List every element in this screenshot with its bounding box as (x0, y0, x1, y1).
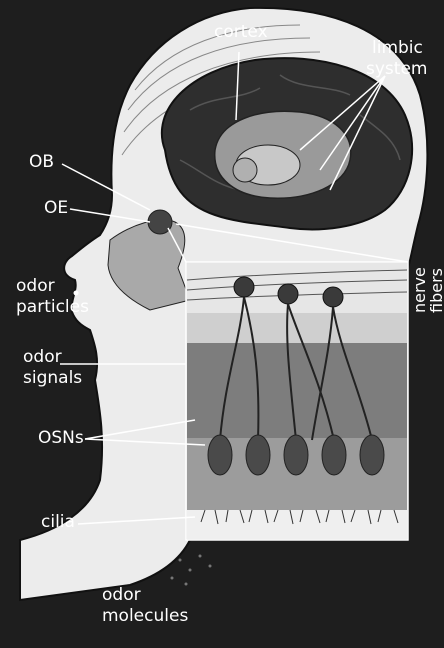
label-oe: OE (44, 198, 68, 219)
label-nerve-fibers: nerve fibers (411, 267, 444, 313)
label-odor-molecules-line-2: molecules (102, 606, 188, 627)
label-odor-particles: odor particles (16, 276, 89, 318)
label-odor-signals: odor signals (23, 347, 82, 389)
label-cortex: cortex (214, 22, 268, 43)
label-nerve-fibers-line-1: nerve (411, 267, 428, 313)
label-osns: OSNs (38, 428, 84, 449)
label-limbic-line-2: system (366, 59, 427, 80)
label-odor-signals-line-1: odor (23, 347, 82, 368)
label-odor-particles-line-1: odor (16, 276, 89, 297)
label-cilia: cilia (41, 512, 75, 533)
olfactory-epithelium-spot (148, 210, 172, 234)
label-odor-signals-line-2: signals (23, 368, 82, 389)
label-nerve-fibers-line-2: fibers (428, 267, 444, 313)
label-limbic-line-1: limbic (366, 38, 427, 59)
label-limbic-system: limbic system (366, 38, 427, 80)
label-ob: OB (29, 152, 54, 173)
label-odor-molecules: odor molecules (102, 585, 188, 627)
label-odor-particles-line-2: particles (16, 297, 89, 318)
label-odor-molecules-line-1: odor (102, 585, 188, 606)
